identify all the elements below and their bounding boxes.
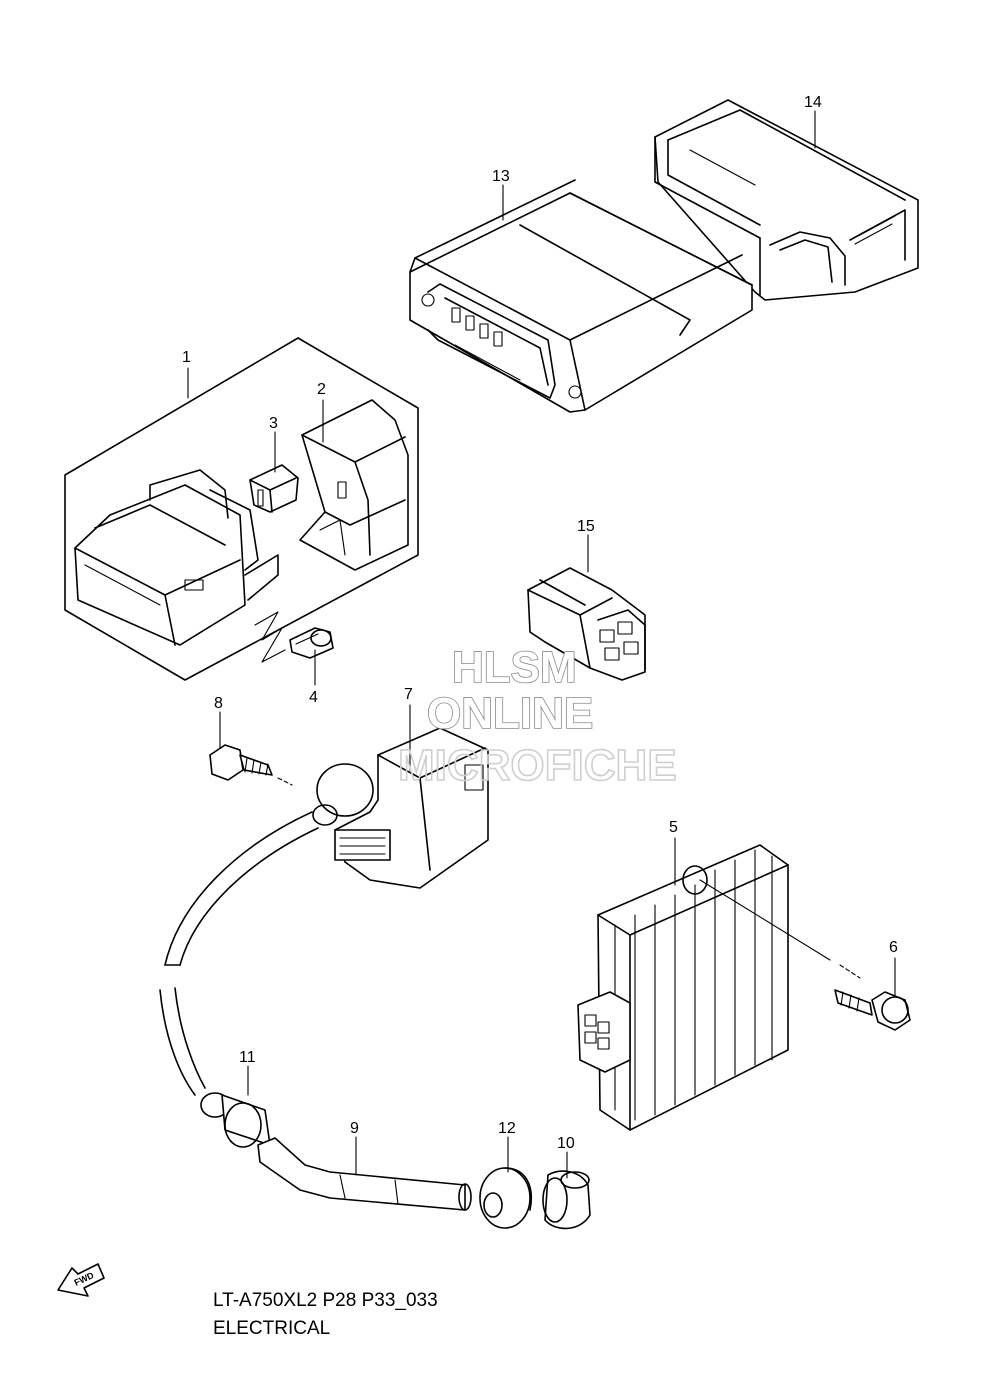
callout-11: 11 [239,1049,256,1066]
callout-13: 13 [492,168,510,185]
callout-9: 9 [350,1120,359,1137]
part-8-bolt [209,744,293,786]
callout-numbers: 1 2 3 4 5 6 7 8 9 10 11 12 13 14 15 [182,94,898,1152]
callout-4: 4 [309,689,318,706]
fwd-arrow-icon: FWD [57,1263,105,1297]
callout-5: 5 [669,819,678,836]
part-13-ecm [409,179,753,413]
callout-7: 7 [404,686,413,703]
callout-15: 15 [577,518,595,535]
callout-14: 14 [804,94,822,111]
diagram-code: LT-A750XL2 P28 P33_033 [213,1290,438,1311]
watermark-line-1: HLSM [452,643,577,692]
part-7-ignition-coil [312,727,489,889]
part-9-plug-cap [257,1137,472,1211]
part-11-boot [200,1092,271,1148]
part-3-fuse [249,464,299,513]
leader-lines [187,110,896,1179]
part-6-bolt [699,879,911,1031]
part-2-cover [299,399,409,571]
callout-8: 8 [214,695,223,712]
part-14-case [654,99,919,301]
part-10-grommet [542,1170,591,1230]
diagram-title: ELECTRICAL [213,1318,330,1339]
callout-6: 6 [889,939,898,956]
watermark: HLSM ONLINE MICROFICHE [397,642,677,791]
part-1-relay-kit [64,337,419,681]
part-12-washer [479,1167,532,1229]
part-15-relay [527,567,646,681]
watermark-line-3: MICROFICHE [398,741,677,790]
watermark-line-2: ONLINE [427,689,593,738]
callout-10: 10 [557,1135,575,1152]
callout-3: 3 [269,415,278,432]
callout-12: 12 [498,1120,516,1137]
part-4-screw [289,627,334,659]
callout-2: 2 [317,381,326,398]
ht-cord [159,811,319,1096]
callout-1: 1 [182,349,191,366]
part-5-regulator [577,844,789,1131]
